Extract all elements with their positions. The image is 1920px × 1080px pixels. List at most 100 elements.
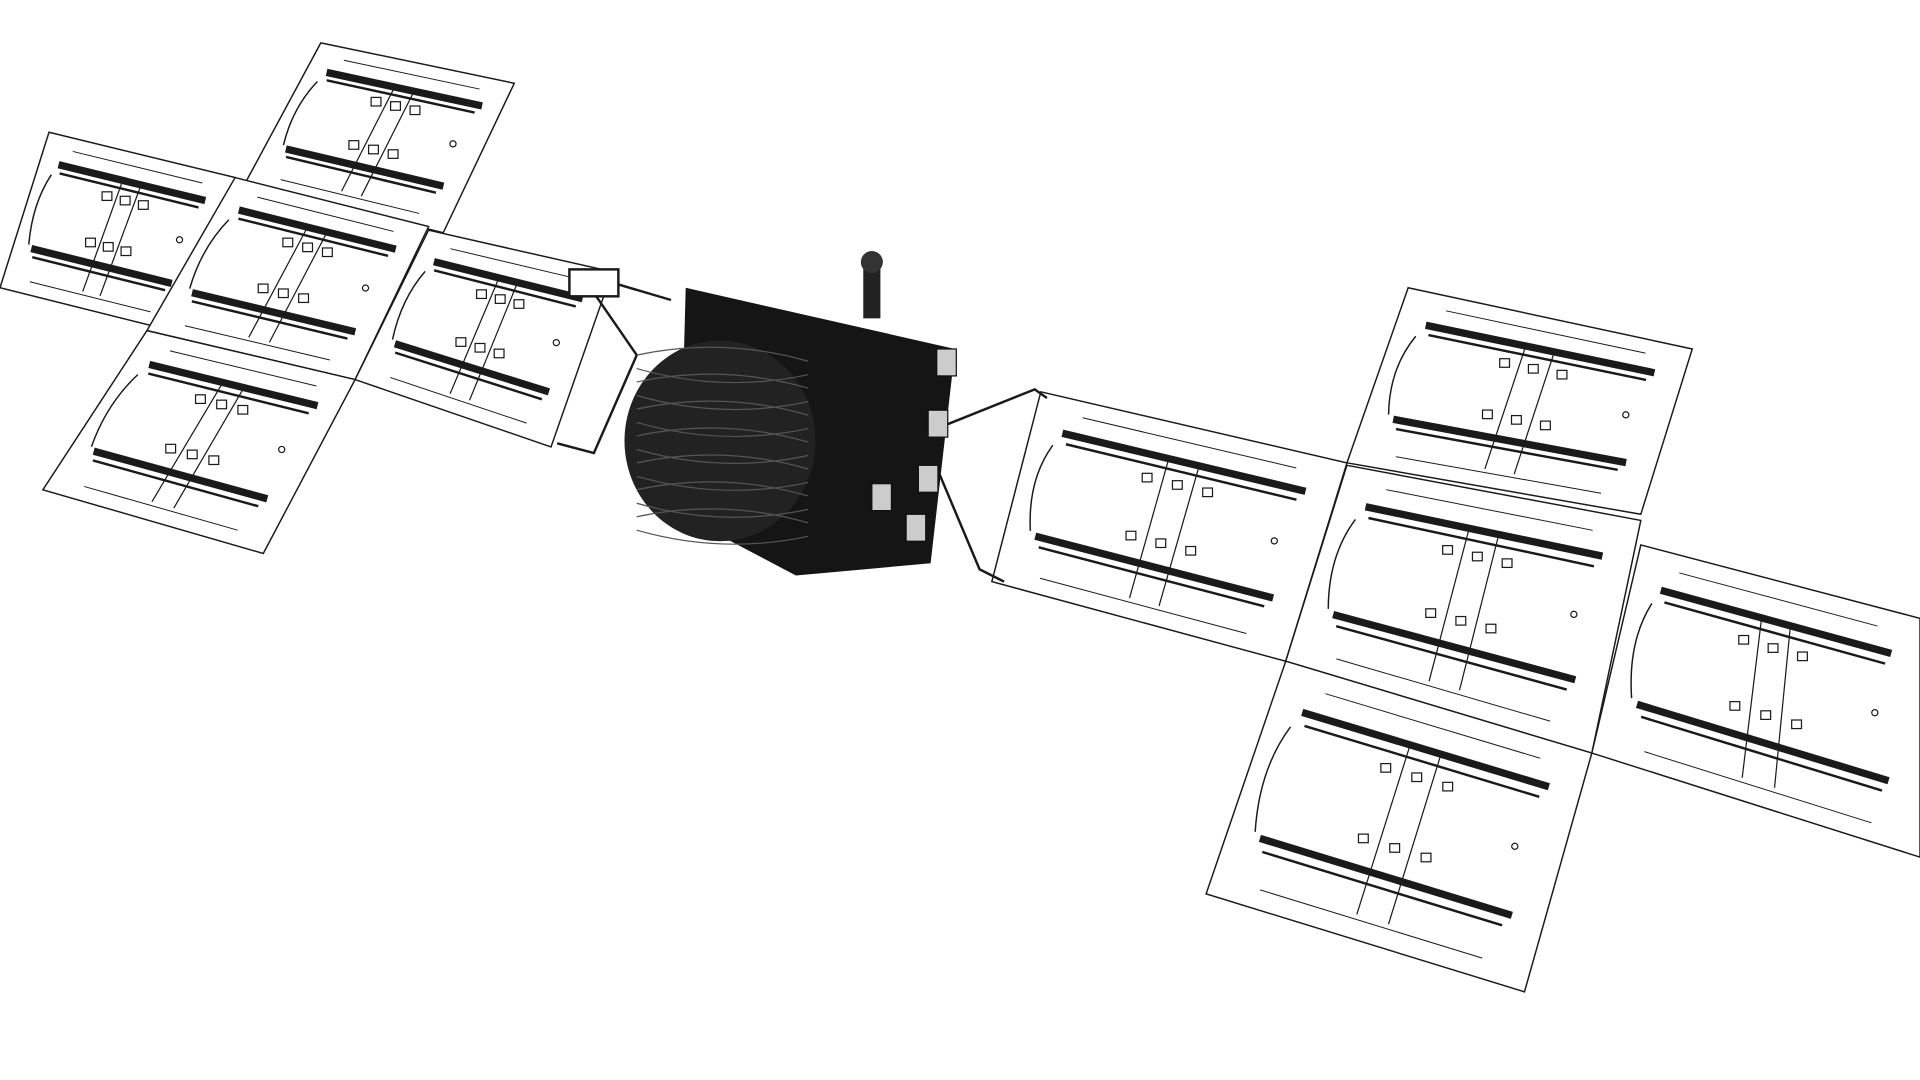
panel-connector bbox=[1442, 545, 1454, 555]
tank-mesh-line bbox=[636, 367, 809, 384]
panel-connector bbox=[1389, 843, 1401, 853]
panel-connector bbox=[1125, 530, 1137, 541]
panel-connector bbox=[1357, 833, 1369, 844]
right-solar-panel-3 bbox=[1284, 464, 1642, 754]
panel-connector bbox=[165, 443, 177, 454]
panel-harness bbox=[1773, 625, 1792, 788]
array-booms bbox=[556, 268, 1048, 583]
panel-hinge-point bbox=[449, 140, 457, 148]
panel-busbar bbox=[1364, 503, 1604, 560]
panel-rail bbox=[83, 485, 238, 531]
panel-harness bbox=[468, 282, 519, 401]
bus-equipment-box bbox=[927, 409, 949, 438]
panel-busbar bbox=[433, 258, 584, 303]
panel-harness bbox=[1356, 744, 1411, 915]
panel-wire bbox=[238, 217, 389, 258]
panel-busbar bbox=[325, 68, 483, 110]
panel-harness bbox=[1428, 528, 1470, 682]
panel-connector bbox=[186, 449, 198, 460]
bus-modules bbox=[871, 348, 957, 542]
panel-connector bbox=[493, 348, 505, 359]
tank-mesh-line bbox=[636, 448, 809, 464]
panel-rail bbox=[1445, 310, 1646, 354]
panel-wire bbox=[1065, 443, 1297, 501]
left-solar-array bbox=[0, 42, 614, 555]
panel-outline bbox=[990, 390, 1348, 663]
panel-wire bbox=[1428, 333, 1647, 382]
bus-equipment-box bbox=[871, 483, 893, 512]
panel-connector bbox=[370, 96, 382, 107]
panel-connector bbox=[102, 241, 114, 252]
panel-busbar bbox=[1332, 610, 1577, 684]
right-solar-panel-5 bbox=[1590, 543, 1920, 858]
panel-hinge-point bbox=[1570, 610, 1578, 619]
panel-connector bbox=[474, 342, 486, 353]
panel-hinge-point bbox=[1511, 842, 1519, 850]
panel-busbar bbox=[1258, 834, 1513, 919]
panel-connector bbox=[348, 140, 360, 150]
panel-connector bbox=[1420, 852, 1432, 863]
panel-rail bbox=[257, 196, 394, 232]
antenna-mast bbox=[863, 257, 881, 319]
panel-connector bbox=[1155, 538, 1167, 549]
panel-hinge-point bbox=[278, 445, 286, 454]
panel-rail bbox=[390, 376, 527, 424]
panel-connector bbox=[1767, 643, 1779, 653]
panel-rail bbox=[1679, 572, 1878, 627]
panel-connector bbox=[409, 105, 421, 116]
panel-connector bbox=[475, 289, 487, 300]
panel-rail bbox=[1386, 489, 1593, 531]
panel-connector bbox=[1499, 358, 1511, 368]
tank-mesh-line bbox=[636, 529, 809, 545]
panel-connector bbox=[194, 394, 206, 405]
panel-busbar bbox=[1061, 429, 1307, 495]
tank-mesh-line bbox=[636, 400, 809, 416]
tank-mesh-line bbox=[636, 427, 809, 443]
panel-harness bbox=[1387, 754, 1442, 925]
panel-wire bbox=[394, 351, 543, 401]
panel-cable-loop bbox=[1029, 444, 1054, 531]
panel-wire bbox=[1664, 601, 1886, 665]
panel-rail bbox=[1039, 577, 1247, 634]
panel-connector bbox=[513, 299, 525, 309]
tank-mesh-line bbox=[636, 508, 809, 524]
panel-wire bbox=[148, 372, 309, 415]
panel-hinge-point bbox=[1270, 537, 1278, 545]
panel-harness bbox=[1158, 465, 1200, 607]
panel-busbar bbox=[92, 447, 269, 503]
panel-wire bbox=[31, 256, 166, 292]
panel-rail bbox=[343, 59, 480, 90]
bus-equipment-box bbox=[917, 464, 939, 493]
panel-rail bbox=[1336, 658, 1551, 722]
panel-connector bbox=[302, 242, 314, 253]
panel-connector bbox=[85, 237, 97, 248]
panel-connector bbox=[1556, 369, 1568, 380]
panel-connector bbox=[367, 144, 379, 155]
panel-connector bbox=[282, 237, 294, 248]
bus-equipment-box bbox=[936, 348, 957, 377]
panel-busbar bbox=[191, 289, 357, 336]
panel-connector bbox=[298, 293, 310, 304]
left-solar-panel-5 bbox=[41, 329, 357, 555]
panel-busbar bbox=[1301, 708, 1550, 791]
panel-connector bbox=[1760, 710, 1772, 720]
tank-mesh-line bbox=[636, 346, 809, 362]
panel-busbar bbox=[1659, 586, 1893, 657]
panel-busbar bbox=[30, 245, 173, 287]
panel-wire bbox=[433, 269, 577, 308]
panel-busbar bbox=[393, 340, 551, 396]
panel-connector bbox=[1411, 772, 1423, 783]
tank-mesh-line bbox=[636, 394, 809, 411]
panel-harness bbox=[1513, 351, 1555, 475]
right-solar-panel-2 bbox=[1345, 286, 1694, 516]
panel-wire bbox=[1640, 715, 1883, 792]
panel-wire bbox=[1368, 516, 1595, 568]
panel-wire bbox=[59, 172, 199, 209]
panel-rail bbox=[1644, 751, 1872, 824]
panel-rail bbox=[1082, 417, 1297, 469]
panel-cable-loop bbox=[28, 174, 52, 245]
spacecraft-bus bbox=[624, 251, 957, 576]
panel-busbar bbox=[237, 206, 397, 253]
tank-mesh-line bbox=[636, 475, 809, 491]
left-solar-panel-4 bbox=[354, 229, 614, 448]
